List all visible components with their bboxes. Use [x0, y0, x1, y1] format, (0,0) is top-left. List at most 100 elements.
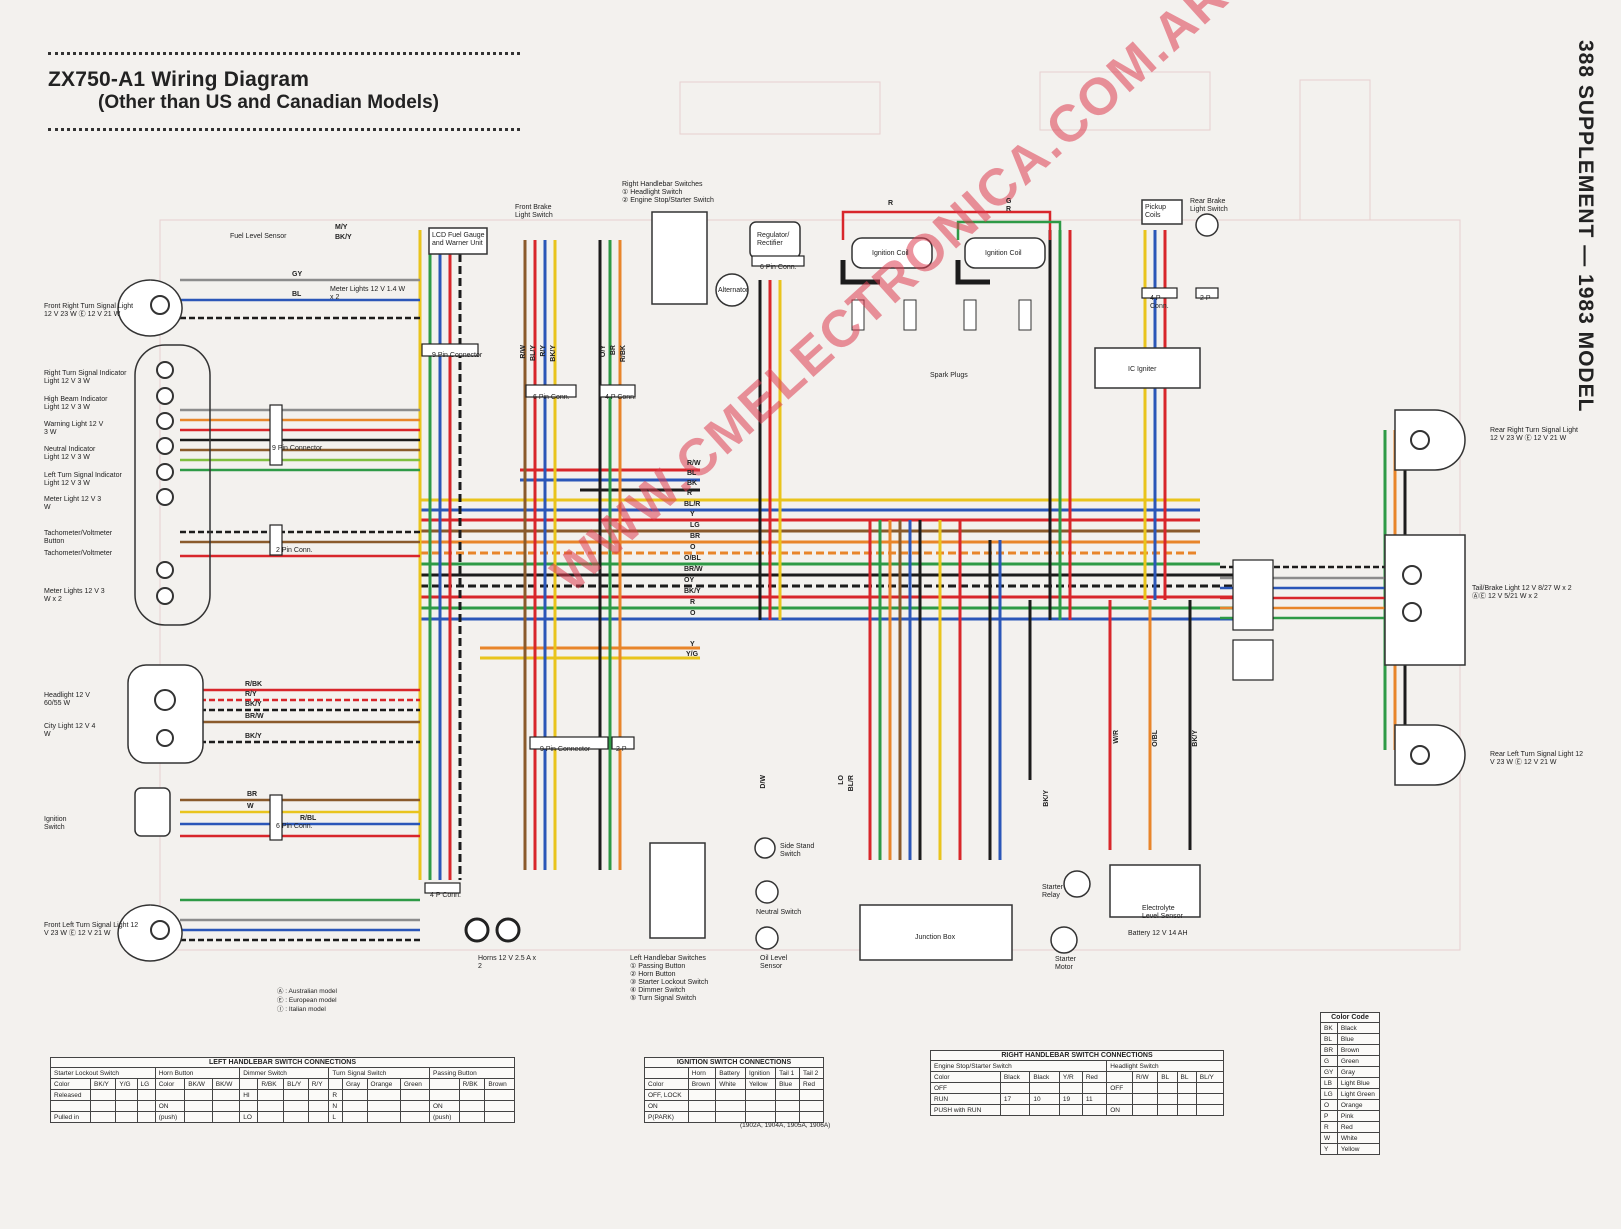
label-battery: Battery 12 V 14 AH: [1128, 930, 1188, 937]
label-alternator: Alternator: [718, 287, 749, 294]
table-cell: [136, 1089, 156, 1101]
table-cell: Color: [644, 1078, 689, 1090]
table-cell: Color: [930, 1071, 1001, 1083]
rear-right-turn-lamp: [1394, 409, 1466, 471]
label-conn-9pin-top: 9 Pin Connector: [432, 352, 483, 359]
table-cell: [715, 1089, 746, 1101]
table-cell: White: [1336, 1132, 1381, 1144]
table-cell: W: [1320, 1132, 1338, 1144]
wire-code-vertical: BL/Y: [530, 345, 537, 361]
neutral-switch: [755, 880, 779, 904]
table-cell: R/BK: [257, 1078, 285, 1090]
table-cell: [799, 1100, 824, 1112]
indicator-lamp: [156, 488, 174, 506]
oil-level-sensor: [755, 926, 779, 950]
wire-code: BL: [292, 291, 302, 298]
wire-code: W: [247, 803, 254, 810]
wire-code: LG: [690, 522, 700, 529]
table-cell: 10: [1029, 1093, 1060, 1105]
table-cell: [1131, 1093, 1159, 1105]
junction-box: [859, 904, 1013, 961]
table-cell: ON: [644, 1100, 689, 1112]
table-cell: BL: [1176, 1071, 1197, 1083]
table-cell: [211, 1111, 241, 1123]
wire-code: BK/Y: [245, 733, 262, 740]
spark-plugs: [851, 299, 1032, 331]
table-cell: OFF: [930, 1082, 1001, 1094]
table-cell: [429, 1089, 460, 1101]
wire-code: BR/W: [245, 713, 264, 720]
table-cell: PUSH with RUN: [930, 1104, 1001, 1116]
label-regulator-rectifier: Regulator/ Rectifier: [757, 232, 790, 247]
label-rear-brake-light-switch: Rear Brake Light Switch: [1190, 198, 1228, 213]
side-stand-switch: [754, 837, 776, 859]
label-ignition-switch: Ignition Switch: [44, 816, 67, 831]
table-cell: Red: [1081, 1071, 1108, 1083]
table-cell: [90, 1111, 117, 1123]
table-cell: [429, 1078, 460, 1090]
front-left-turn-lamp: [117, 904, 183, 962]
label-left-handlebar-switches: Left Handlebar Switches: [630, 955, 706, 962]
title-rule-top: [48, 52, 520, 55]
table-cell: [399, 1100, 431, 1112]
label-ic-igniter: IC Igniter: [1128, 366, 1157, 373]
headlight-housing: [127, 664, 204, 764]
starter-relay: [1063, 870, 1091, 898]
label-lcd-fuel-gauge: LCD Fuel Gauge and Warner Unit: [432, 232, 485, 247]
wire-code: R: [888, 200, 894, 207]
left-handlebar-switch-box: [649, 842, 706, 939]
table-cell: Orange: [1336, 1099, 1381, 1111]
table-cell: [283, 1089, 309, 1101]
color-code-title: Color Code: [1320, 1012, 1380, 1022]
wire-code: OY: [684, 577, 695, 584]
label-tach: Tachometer/Voltmeter: [44, 550, 113, 557]
wire-code: R/BL: [300, 815, 317, 822]
ignition-coil-2: [964, 237, 1046, 269]
table-cell: Brown: [1336, 1044, 1381, 1056]
label-tail-brake: Tail/Brake Light 12 V 8/27 W x 2 ⒶⒺ 12 V…: [1472, 585, 1572, 600]
wire-code-vertical: D/W: [760, 775, 767, 789]
table-cell: Starter Lockout Switch: [50, 1067, 156, 1079]
table-cell: BK/Y: [90, 1078, 117, 1090]
wire-code: BK/Y: [245, 701, 262, 708]
table-cell: R: [328, 1089, 344, 1101]
table-cell: [687, 1089, 717, 1101]
wire-code: R/Y: [245, 691, 257, 698]
wire-code-vertical: O/BL: [1152, 730, 1159, 747]
connector: [599, 384, 636, 398]
right-table-title: RIGHT HANDLEBAR SWITCH CONNECTIONS: [930, 1050, 1224, 1060]
label-right-handlebar-switches: Right Handlebar Switches: [622, 181, 703, 188]
table-cell: Black: [1336, 1022, 1381, 1034]
indicator-lamp: [156, 437, 174, 455]
connector: [1195, 287, 1219, 299]
table-cell: [775, 1111, 801, 1123]
wire-code: BR: [247, 791, 258, 798]
table-cell: Gray: [1336, 1066, 1381, 1078]
label-conn-4p-bottom: 4 P Conn.: [430, 892, 462, 899]
indicator-lamp: [156, 587, 174, 605]
table-cell: [1106, 1071, 1133, 1083]
wire-code: R: [1006, 206, 1012, 213]
connector: [269, 794, 283, 841]
table-cell: [484, 1100, 515, 1112]
table-cell: [484, 1089, 515, 1101]
starter-motor: [1050, 926, 1078, 954]
table-cell: [184, 1111, 213, 1123]
table-cell: [1058, 1082, 1083, 1094]
model-note-italian: Ⓘ : Italian model: [277, 1006, 326, 1013]
table-cell: [999, 1104, 1031, 1116]
table-cell: [136, 1111, 156, 1123]
table-cell: [342, 1089, 368, 1101]
label-headlight-switch: ① Headlight Switch: [622, 189, 683, 196]
label-right-turn-indicator: Right Turn Signal Indicator Light 12 V 3…: [44, 370, 127, 385]
table-cell: 19: [1058, 1093, 1083, 1105]
table-cell: Dimmer Switch: [239, 1067, 330, 1079]
